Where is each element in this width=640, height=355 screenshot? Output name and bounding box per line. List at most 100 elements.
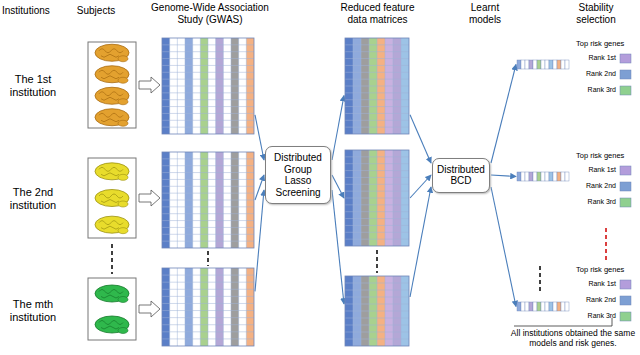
brain-icon [95, 109, 129, 127]
brain-fold [99, 321, 123, 325]
model-cell [545, 172, 549, 181]
model-cell [565, 172, 569, 181]
brain-icon [95, 44, 129, 62]
grid-line [162, 220, 254, 221]
model-cell [525, 302, 529, 311]
flow-arrow [491, 175, 516, 177]
text-label: Rank 1st [580, 280, 616, 288]
model-cell [529, 302, 533, 311]
flow-arrow [332, 190, 344, 304]
grid-line [162, 200, 254, 201]
matrix-border [162, 38, 254, 134]
model-cell [533, 172, 537, 181]
brain-cerebellum [118, 174, 128, 180]
brain-cerebellum [118, 120, 128, 126]
grid-line [215, 268, 216, 346]
brain-fold [99, 49, 123, 53]
text-label: Learnt models [462, 2, 508, 25]
matrix-column [185, 268, 193, 346]
continuation-dash [376, 250, 378, 273]
grid-line [345, 65, 409, 66]
brain-shape [95, 66, 129, 83]
brain-fold [99, 113, 123, 117]
brain-icon [95, 316, 129, 334]
grid-line [162, 120, 254, 121]
brain-cerebellum [118, 328, 128, 334]
grid-line [345, 304, 409, 305]
brain-shape [95, 44, 129, 61]
text-label: Rank 2nd [580, 182, 616, 190]
text-label: The 1st institution [2, 73, 64, 98]
text-label: Stability selection [560, 2, 632, 25]
model-cell [525, 172, 529, 181]
grid-line [162, 227, 254, 228]
brain-shape [95, 87, 129, 104]
brain-fold [99, 221, 123, 225]
gene-square [620, 54, 631, 63]
brain-fold [101, 54, 119, 57]
gene-square [620, 86, 631, 95]
grid-line [345, 106, 409, 107]
grid-line [169, 268, 170, 346]
grid-line [208, 268, 209, 346]
brain-cerebellum [118, 77, 128, 83]
model-cell [521, 60, 525, 69]
grid-line [345, 325, 409, 326]
grid-line [345, 239, 409, 240]
model-cell [557, 302, 561, 311]
brain-fold [101, 200, 119, 203]
text-label: Top risk genes [576, 266, 636, 275]
matrix-border [162, 268, 254, 346]
brain-icon [95, 285, 129, 303]
grid-line [345, 51, 409, 52]
text-label: Top risk genes [576, 152, 636, 161]
grid-line [177, 268, 178, 346]
continuation-dash [605, 228, 607, 260]
brain-cerebellum [118, 201, 128, 207]
brain-fold [99, 290, 123, 294]
grid-line [162, 289, 254, 290]
model-cell [517, 302, 521, 311]
grid-line [162, 317, 254, 318]
grid-line [162, 310, 254, 311]
brain-icon [95, 66, 129, 84]
matrix-ground [162, 152, 254, 248]
flow-arrow [332, 175, 344, 198]
subjects-box [88, 158, 136, 238]
grid-line [192, 268, 193, 346]
model-cell [545, 302, 549, 311]
matrix-column [246, 268, 254, 346]
brain-shape [95, 190, 129, 207]
grid-line [345, 170, 409, 171]
block-arrow [139, 190, 160, 206]
model-cell [557, 172, 561, 181]
model-cell [533, 302, 537, 311]
subjects-box [88, 278, 136, 340]
brain-fold [99, 92, 123, 96]
brain-fold [101, 173, 119, 176]
brain-shape [95, 216, 129, 233]
matrix-ground [345, 276, 409, 346]
brain-fold [99, 167, 123, 171]
grid-line [345, 297, 409, 298]
grid-line [162, 213, 254, 214]
model-cell [541, 172, 545, 181]
grid-line [185, 268, 186, 346]
gwas-matrix [162, 152, 254, 248]
grid-line [162, 127, 254, 128]
grid-line [162, 72, 254, 73]
grid-line [162, 303, 254, 304]
text-label: The 2nd institution [2, 186, 64, 211]
grid-line [162, 338, 254, 339]
model-cell [537, 302, 541, 311]
gene-square [620, 312, 631, 321]
grid-line [345, 204, 409, 205]
brain-shape [95, 316, 129, 333]
gene-square [620, 70, 631, 79]
grid-line [162, 92, 254, 93]
grid-line [162, 193, 254, 194]
brain-fold [101, 326, 119, 329]
brain-icon [95, 87, 129, 105]
brain-icon [95, 190, 129, 208]
grid-line [345, 120, 409, 121]
